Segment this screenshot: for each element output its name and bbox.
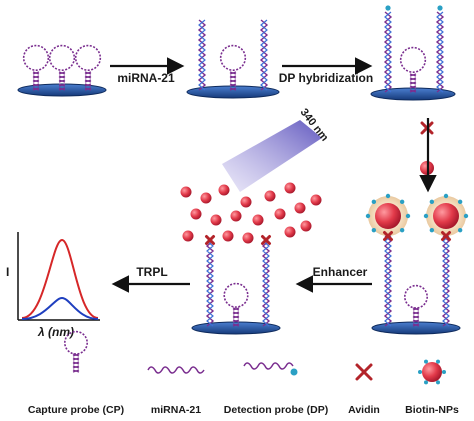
chip-icon [17,83,107,97]
nanoparticle-icon [284,226,296,238]
legend-icons [64,330,446,385]
light-beam-icon [222,120,322,192]
biotin-icon [424,380,428,385]
dp-duplex [261,240,271,327]
nanoparticle-icon [423,193,469,239]
step-label-enhancer: Enhancer [313,265,368,279]
dp-duplex [435,11,445,93]
step-label-mirna: miRNA-21 [117,71,175,85]
mirna-icon [147,366,205,374]
dp-duplex [441,235,451,327]
probe-strands [22,5,451,327]
dp-duplex [383,11,393,93]
legend-np: Biotin-NPs [405,404,459,416]
nanoparticle-icon [222,230,234,242]
legend-cp: Capture probe (CP) [28,404,124,416]
plot-curve-high [21,238,99,319]
nanoparticle-icon [218,184,230,196]
biotin-icon [418,370,422,374]
mirna-duplex [259,19,269,91]
dp-duplex [205,240,215,327]
nanoparticle-icon [240,196,252,208]
nanoparticle-icon [365,193,411,239]
nanoparticle-icon [230,210,242,222]
capture-probe-icon [64,330,89,373]
biotin-tip [385,5,391,11]
avidin-icon [355,363,373,381]
plot-curve-low [21,296,99,320]
nanoparticle-icon [274,208,286,220]
detection-probe-icon [243,362,294,370]
biotin-icon [290,368,298,376]
trpl-spectrum-plot: I λ (nm) [6,232,100,339]
capture-probe-icon [403,284,428,327]
biotin-icon [424,359,428,364]
arrows [110,57,437,293]
plot-y-label: I [6,265,9,279]
capture-probe-icon [223,282,249,327]
chip-icon [186,85,280,99]
nanoparticle-icon [284,182,296,194]
capture-probe-icon [399,46,427,93]
chip-icon [371,321,461,335]
dp-duplex [383,235,393,327]
nanoparticle-icon [422,362,442,382]
nanoparticle-icon [210,214,222,226]
avidin-icon [441,231,451,241]
nanoparticle-icon [294,202,306,214]
plot-x-label: λ (nm) [37,325,74,339]
nanoparticle-icon [200,192,212,204]
avidin-icon [205,235,215,245]
nanoparticle-icon [300,220,312,232]
nanoparticle-icon [310,194,322,206]
nanoparticle-icon [264,190,276,202]
legend-avidin: Avidin [348,404,380,416]
capture-probe-icon [22,44,50,91]
step-label-trpl: TRPL [136,265,167,279]
biotin-icon [436,380,440,385]
nanoparticles [180,121,469,245]
nanoparticle-icon [190,208,202,220]
legend-mirna: miRNA-21 [151,404,201,416]
capture-probe-icon [219,44,247,91]
mirna-duplex [197,19,207,91]
legend-dp: Detection probe (DP) [224,404,328,416]
biotin-tip [437,5,443,11]
nanoparticle-icon [252,214,264,226]
biotin-icon [442,370,446,374]
biotin-icon [436,359,440,364]
sensor-chips [17,83,461,335]
step-label-dp-hybridization: DP hybridization [279,71,373,85]
nanoparticle-icon [242,232,254,244]
nanoparticle-icon [182,230,194,242]
capture-probe-icon [74,44,102,91]
capture-probe-icon [48,44,76,91]
chip-icon [370,87,456,101]
chip-icon [191,321,281,335]
avidin-icon [261,235,271,245]
nanoparticle-icon [180,186,192,198]
avidin-icon [383,231,393,241]
